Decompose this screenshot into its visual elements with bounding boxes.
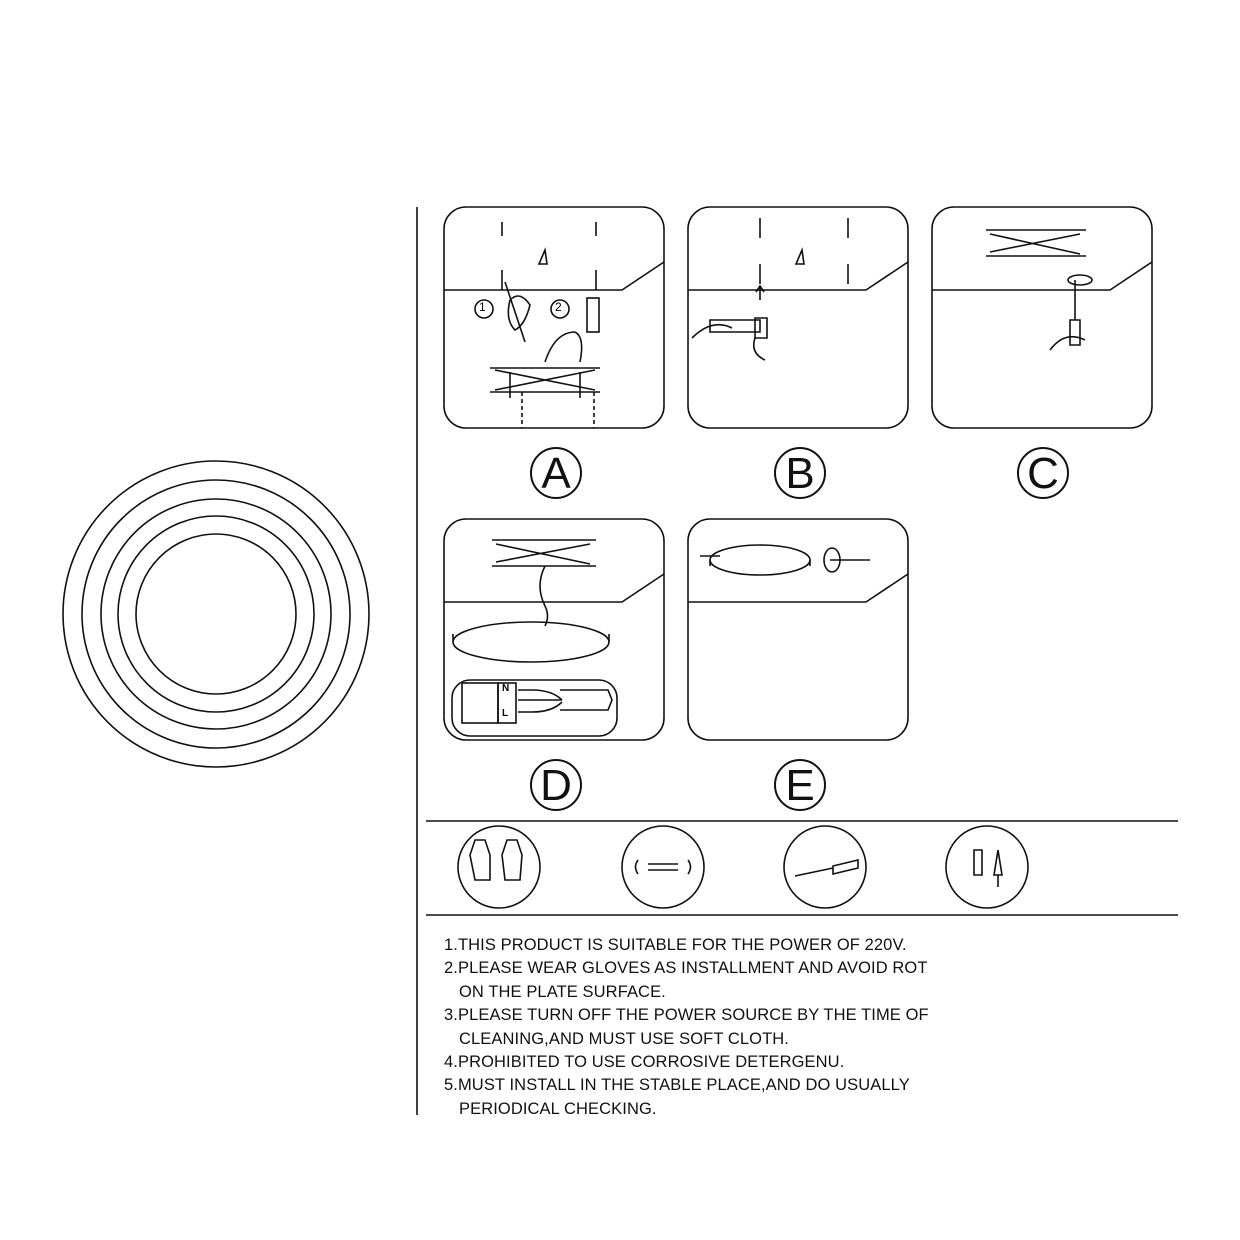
anchor-screw-icon (945, 825, 1029, 909)
note-2-cont: ON THE PLATE SURFACE. (459, 982, 666, 1001)
note-1: 1.THIS PRODUCT IS SUITABLE FOR THE POWER… (444, 936, 907, 954)
panel-e (687, 518, 909, 741)
step-label-e: E (774, 759, 826, 811)
safety-notes: 1.THIS PRODUCT IS SUITABLE FOR THE POWER… (444, 934, 929, 1121)
note-2: 2.PLEASE WEAR GLOVES AS INSTALLMENT AND … (444, 959, 928, 978)
marker-2: 2 (555, 300, 562, 314)
gloves-icon (457, 825, 541, 909)
product-top-view (62, 460, 370, 768)
panel-d (443, 518, 665, 741)
note-5-cont: PERIODICAL CHECKING. (459, 1099, 657, 1118)
step-label-a: A (530, 447, 582, 499)
terminal-n: N (502, 683, 510, 694)
tools-row (457, 825, 1029, 909)
panel-a (443, 206, 665, 429)
step-label-d: D (530, 759, 582, 811)
note-4: 4.PROHIBITED TO USE CORROSIVE DETERGENU. (444, 1053, 845, 1072)
step-label-c: C (1017, 447, 1069, 499)
terminal-l: L (502, 708, 509, 719)
wrench-icon (621, 825, 705, 909)
note-3: 3.PLEASE TURN OFF THE POWER SOURCE BY TH… (444, 1006, 929, 1025)
panel-b (687, 206, 909, 429)
panel-c (931, 206, 1153, 429)
note-5: 5.MUST INSTALL IN THE STABLE PLACE,AND D… (444, 1076, 910, 1095)
screwdriver-icon (783, 825, 867, 909)
note-3-cont: CLEANING,AND MUST USE SOFT CLOTH. (459, 1029, 789, 1048)
step-label-b: B (774, 447, 826, 499)
marker-1: 1 (479, 300, 486, 314)
